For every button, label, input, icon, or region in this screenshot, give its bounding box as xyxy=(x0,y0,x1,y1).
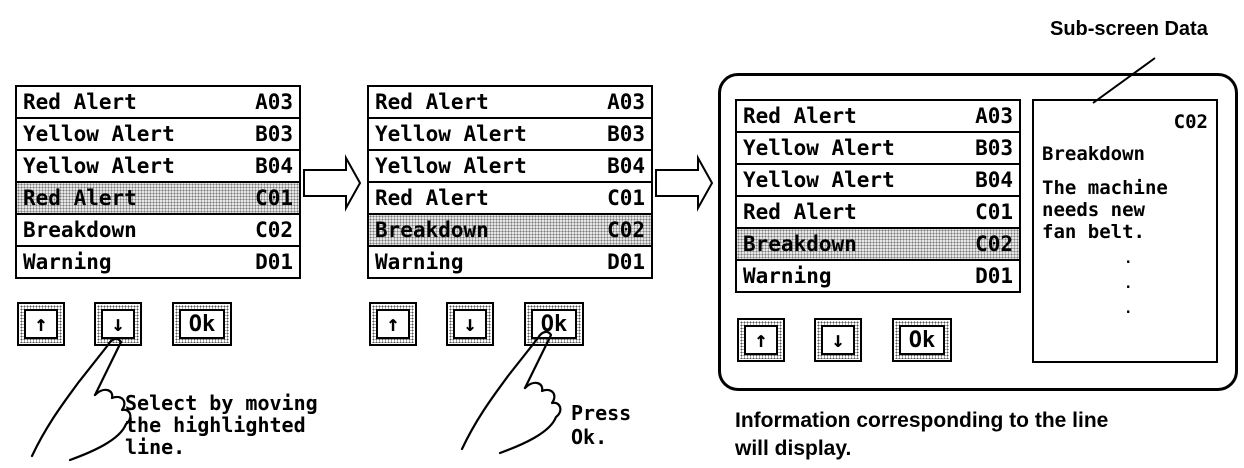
list-row[interactable]: Warning D01 xyxy=(369,247,651,277)
row-code: D01 xyxy=(607,250,645,274)
row-code: C02 xyxy=(255,218,293,242)
list-row[interactable]: Red Alert C01 xyxy=(369,183,651,215)
caption-step1-line1: Select by moving xyxy=(125,391,318,415)
row-code: A03 xyxy=(607,90,645,114)
up-arrow-icon: ↑ xyxy=(376,309,410,339)
list-row[interactable]: Red Alert C01 xyxy=(737,197,1019,229)
up-button-step1[interactable]: ↑ xyxy=(17,302,65,346)
list-row[interactable]: Yellow Alert B04 xyxy=(17,151,299,183)
ellipsis-dot-3: . xyxy=(1124,301,1133,317)
down-button-step1[interactable]: ↓ xyxy=(94,302,142,346)
row-code: C01 xyxy=(975,200,1013,224)
ellipsis-dot-1: . xyxy=(1124,251,1133,267)
row-label: Breakdown xyxy=(375,218,489,242)
up-button-step3[interactable]: ↑ xyxy=(737,318,785,362)
up-button-step2[interactable]: ↑ xyxy=(369,302,417,346)
list-row[interactable]: Warning D01 xyxy=(17,247,299,277)
ellipsis-dot-2: . xyxy=(1124,276,1133,292)
row-label: Yellow Alert xyxy=(743,168,895,192)
list-row[interactable]: Yellow Alert B03 xyxy=(369,119,651,151)
list-row[interactable]: Breakdown C02 xyxy=(369,215,651,247)
caption-step2-line2: Ok. xyxy=(571,425,608,449)
down-arrow-icon: ↓ xyxy=(101,309,135,339)
down-button-step2[interactable]: ↓ xyxy=(446,302,494,346)
list-row[interactable]: Yellow Alert B04 xyxy=(369,151,651,183)
ok-button-step3[interactable]: Ok xyxy=(892,318,952,362)
row-label: Red Alert xyxy=(375,90,489,114)
row-label: Yellow Alert xyxy=(375,122,527,146)
list-row[interactable]: Yellow Alert B04 xyxy=(737,165,1019,197)
row-code: C02 xyxy=(975,232,1013,256)
list-row[interactable]: Breakdown C02 xyxy=(737,229,1019,261)
row-code: B04 xyxy=(607,154,645,178)
list-row[interactable]: Yellow Alert B03 xyxy=(737,133,1019,165)
list-row[interactable]: Breakdown C02 xyxy=(17,215,299,247)
down-arrow-icon: ↓ xyxy=(821,325,855,355)
list-row[interactable]: Warning D01 xyxy=(737,261,1019,291)
subscreen-data-title: Sub-screen Data xyxy=(1050,18,1208,40)
row-label: Red Alert xyxy=(23,90,137,114)
row-label: Breakdown xyxy=(23,218,137,242)
list-row[interactable]: Red Alert A03 xyxy=(17,87,299,119)
caption-step3-line1: Information corresponding to the line xyxy=(735,409,1109,432)
subscreen-text-line1: The machine xyxy=(1042,177,1168,199)
row-code: C01 xyxy=(255,186,293,210)
row-label: Breakdown xyxy=(743,232,857,256)
subscreen-code: C02 xyxy=(1173,111,1208,133)
subscreen-panel: C02 Breakdown The machine needs new fan … xyxy=(1032,99,1218,363)
list-row[interactable]: Red Alert C01 xyxy=(17,183,299,215)
row-code: B04 xyxy=(975,168,1013,192)
subscreen-text-line2: needs new xyxy=(1042,199,1145,221)
row-label: Red Alert xyxy=(23,186,137,210)
caption-step1-line2: the highlighted xyxy=(125,413,306,437)
row-code: D01 xyxy=(975,264,1013,288)
up-arrow-icon: ↑ xyxy=(24,309,58,339)
pointing-hand-2-icon xyxy=(460,330,562,455)
row-code: B03 xyxy=(255,122,293,146)
ok-button-step1[interactable]: Ok xyxy=(172,302,232,346)
row-label: Warning xyxy=(23,250,112,274)
row-label: Warning xyxy=(375,250,464,274)
subscreen-name: Breakdown xyxy=(1042,143,1145,165)
list-row[interactable]: Red Alert A03 xyxy=(369,87,651,119)
row-code: B03 xyxy=(607,122,645,146)
row-label: Yellow Alert xyxy=(23,154,175,178)
down-arrow-icon: ↓ xyxy=(453,309,487,339)
list-row[interactable]: Red Alert A03 xyxy=(737,101,1019,133)
flow-arrow-2-icon xyxy=(655,154,714,212)
row-label: Yellow Alert xyxy=(743,136,895,160)
row-label: Red Alert xyxy=(743,104,857,128)
caption-step2-line1: Press xyxy=(571,401,632,425)
row-label: Warning xyxy=(743,264,832,288)
row-code: B03 xyxy=(975,136,1013,160)
ok-button-step2[interactable]: Ok xyxy=(524,302,584,346)
row-label: Red Alert xyxy=(375,186,489,210)
caption-step3-line2: will display. xyxy=(735,437,852,460)
row-label: Yellow Alert xyxy=(375,154,527,178)
up-arrow-icon: ↑ xyxy=(744,325,778,355)
list-row[interactable]: Yellow Alert B03 xyxy=(17,119,299,151)
down-button-step3[interactable]: ↓ xyxy=(814,318,862,362)
row-code: C01 xyxy=(607,186,645,210)
row-label: Yellow Alert xyxy=(23,122,175,146)
row-label: Red Alert xyxy=(743,200,857,224)
row-code: D01 xyxy=(255,250,293,274)
row-code: B04 xyxy=(255,154,293,178)
row-code: C02 xyxy=(607,218,645,242)
subscreen-pointer-line xyxy=(1092,57,1156,104)
row-code: A03 xyxy=(255,90,293,114)
pointing-hand-1-icon xyxy=(30,337,132,462)
row-code: A03 xyxy=(975,104,1013,128)
caption-step1-line3: line. xyxy=(125,435,186,459)
subscreen-text-line3: fan belt. xyxy=(1042,221,1145,243)
flow-arrow-1-icon xyxy=(303,154,362,212)
